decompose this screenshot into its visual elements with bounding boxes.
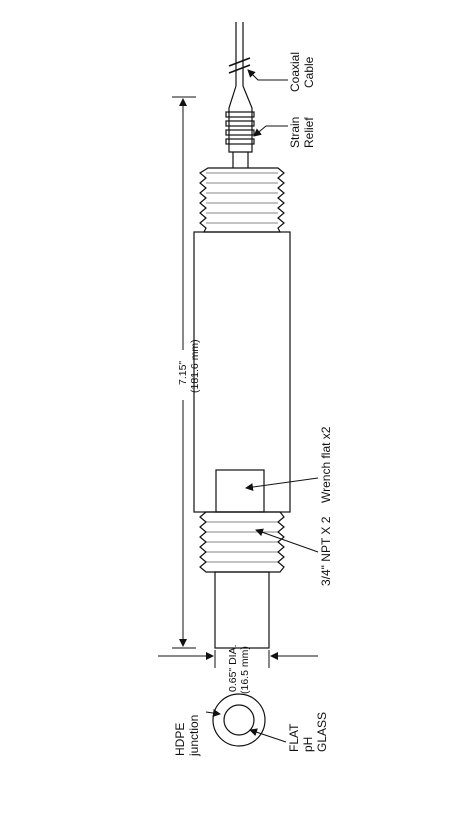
strain-relief xyxy=(225,85,255,168)
diameter-dimension xyxy=(158,650,318,668)
npt-label: 3/4" NPT X 2 xyxy=(319,516,333,586)
length-label-in: 7.15" xyxy=(177,361,189,385)
leader-lines xyxy=(205,69,319,743)
hdpe-label-2: junction xyxy=(187,715,201,757)
flat-label-2: pH xyxy=(301,737,315,752)
length-label-mm: (181.6 mm) xyxy=(189,339,201,393)
coaxial-cable xyxy=(228,22,251,86)
length-dimension xyxy=(172,96,196,649)
lower-thread xyxy=(199,511,285,573)
upper-thread xyxy=(198,167,285,233)
probe-tip xyxy=(214,571,270,649)
flat-label-3: GLASS xyxy=(315,712,329,752)
strain-label-1: Strain xyxy=(288,117,302,148)
diameter-label-in: 0.65" DIA. xyxy=(227,644,239,692)
coaxial-label-1: Coaxial xyxy=(288,52,302,92)
wrench-flat xyxy=(215,469,265,513)
strain-label-2: Relief xyxy=(302,117,316,148)
hdpe-label-1: HDPE xyxy=(173,723,187,756)
diameter-label-mm: (16.5 mm) xyxy=(239,646,251,694)
flat-label-1: FLAT xyxy=(287,723,301,752)
coaxial-label-2: Cable xyxy=(302,56,316,88)
wrench-flat-label: Wrench flat x2 xyxy=(319,426,333,503)
end-view xyxy=(212,693,266,747)
